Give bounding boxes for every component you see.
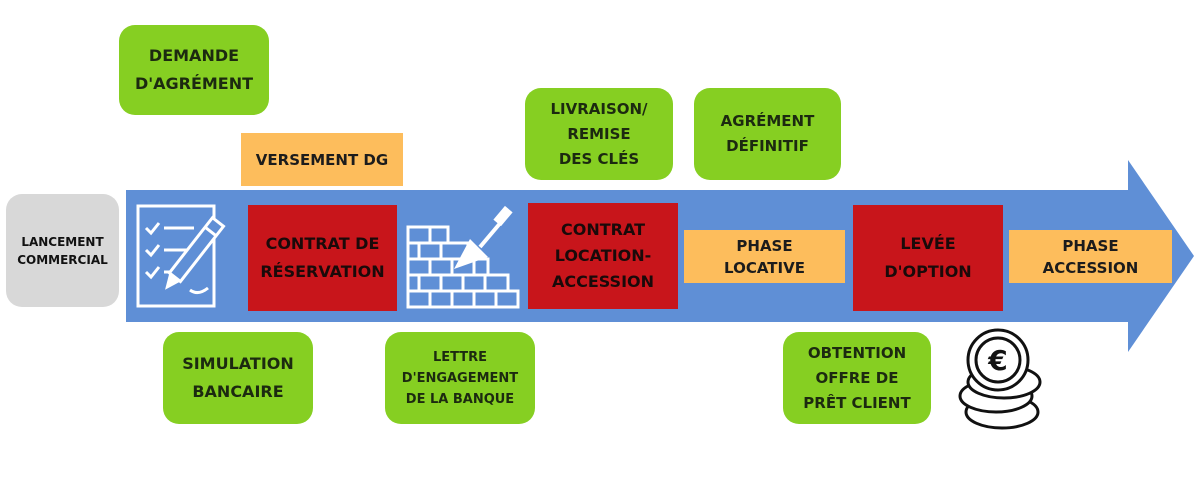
versement-dg-box: VERSEMENT DG <box>241 133 403 186</box>
lancement-commercial-box: LANCEMENT COMMERCIAL <box>6 194 119 307</box>
contrat-reservation-box: CONTRAT DE RÉSERVATION <box>248 205 397 311</box>
euro-coins-icon: € <box>958 328 1042 430</box>
simulation-bancaire-box: SIMULATION BANCAIRE <box>163 332 313 424</box>
livraison-remise-cles-box: LIVRAISON/ REMISE DES CLÉS <box>525 88 673 180</box>
svg-text:€: € <box>987 344 1007 377</box>
agrement-definitif-box: AGRÉMENT DÉFINITIF <box>694 88 841 180</box>
brick-wall-trowel-icon <box>406 205 520 309</box>
phase-locative-box: PHASE LOCATIVE <box>684 230 845 283</box>
contract-pen-icon <box>136 204 226 308</box>
lettre-engagement-box: LETTRE D'ENGAGEMENT DE LA BANQUE <box>385 332 535 424</box>
levee-option-box: LEVÉE D'OPTION <box>853 205 1003 311</box>
contrat-location-accession-box: CONTRAT LOCATION- ACCESSION <box>528 203 678 309</box>
phase-accession-box: PHASE ACCESSION <box>1009 230 1172 283</box>
demande-agrement-box: DEMANDE D'AGRÉMENT <box>119 25 269 115</box>
obtention-offre-pret-box: OBTENTION OFFRE DE PRÊT CLIENT <box>783 332 931 424</box>
